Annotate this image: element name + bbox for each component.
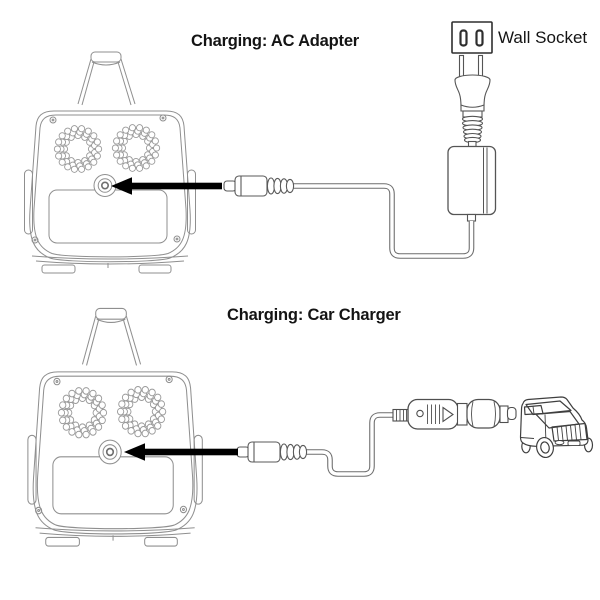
section-title-ac-adapter: Charging: AC Adapter [191, 32, 360, 50]
arrow-icon [124, 443, 238, 461]
car-charger-plug-icon [392, 398, 517, 430]
power-cable [292, 183, 475, 259]
section-ac-adapter [23, 21, 497, 274]
arrow-icon [111, 177, 222, 195]
ac-adapter-brick-icon [447, 145, 497, 222]
wall-socket-icon [451, 21, 493, 54]
device-back-icon [27, 307, 204, 547]
dc-plug-icon [236, 441, 308, 463]
section-title-car-charger: Charging: Car Charger [227, 306, 401, 324]
ac-plug-icon [454, 54, 491, 148]
device-back-icon [23, 51, 197, 274]
dc-plug-icon [223, 175, 295, 197]
car-icon [519, 396, 594, 459]
wall-socket-label: Wall Socket [498, 28, 588, 47]
section-car-charger [27, 307, 594, 547]
power-cable [303, 412, 394, 477]
